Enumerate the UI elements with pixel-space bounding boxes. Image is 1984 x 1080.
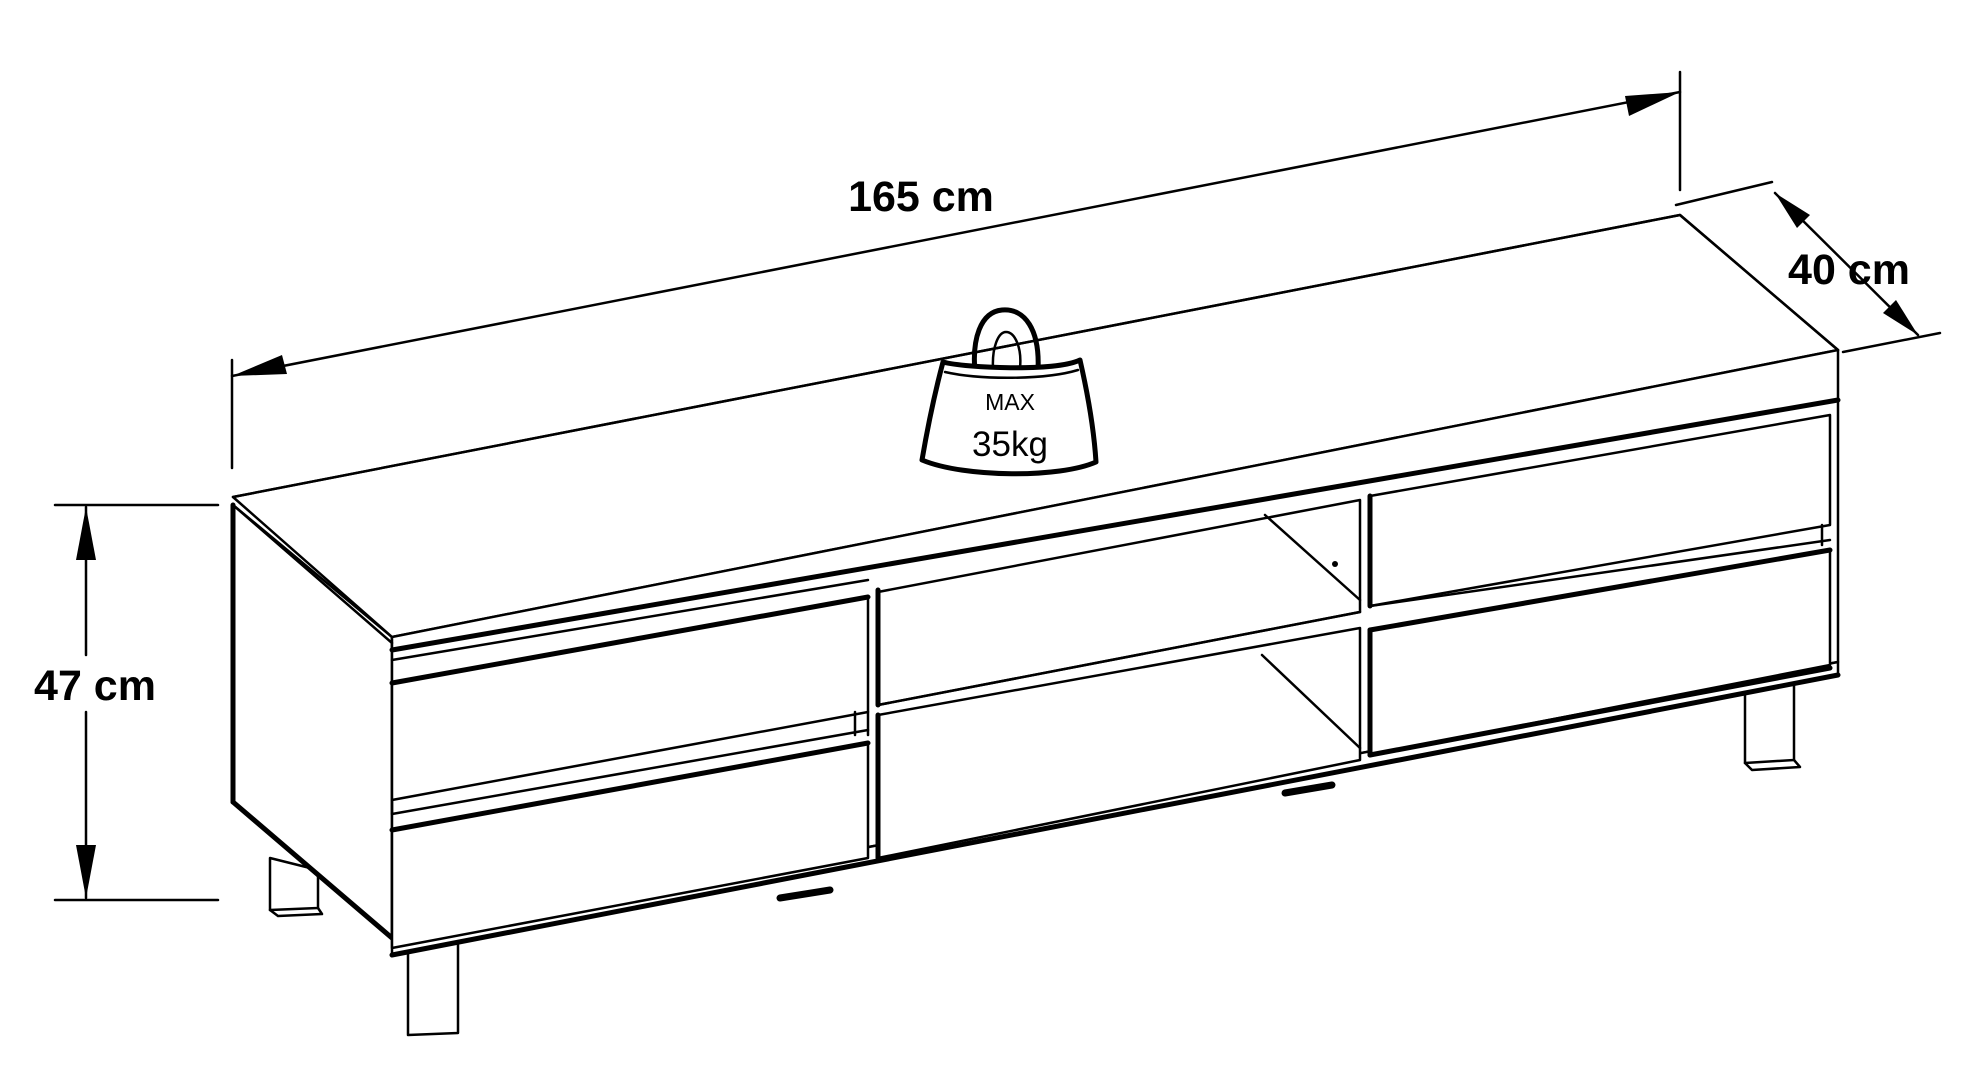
dimension-lines (53, 70, 1942, 902)
weight-limit-value-text: 35kg (972, 425, 1048, 464)
width-dimension-label: 165 cm (848, 173, 994, 221)
leg-front-right (1743, 681, 1796, 765)
tv-stand-drawing (230, 213, 1841, 1037)
legs (268, 681, 1802, 1037)
leg-front-left (406, 941, 460, 1037)
height-dimension-label: 47 cm (34, 662, 156, 710)
depth-dimension-label: 40 cm (1788, 246, 1910, 294)
weight-limit-max-text: MAX (985, 389, 1035, 415)
weight-limit-icon: MAX 35kg (919, 307, 1099, 477)
